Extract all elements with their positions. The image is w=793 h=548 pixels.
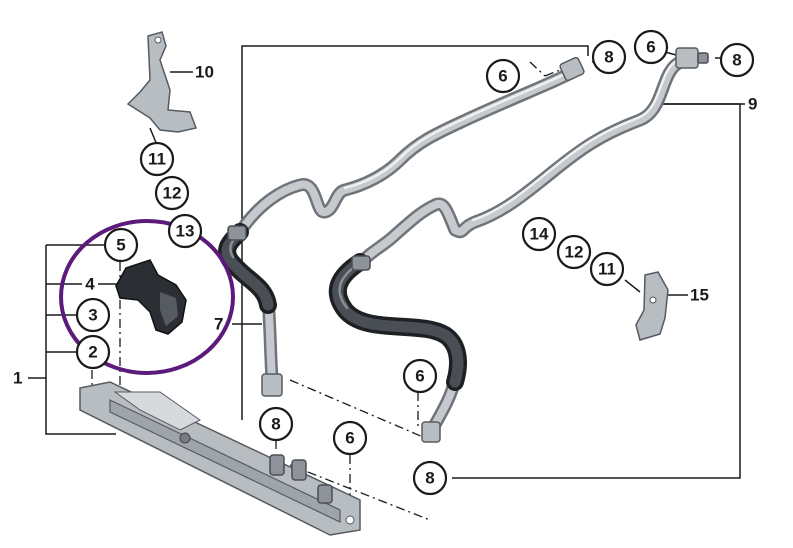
cooler-port-3 [317, 484, 333, 504]
callout-11a: 11 [139, 141, 175, 177]
hose-clamp-left [227, 225, 247, 241]
callout-12a: 12 [154, 175, 190, 211]
callout-8b: 8 [719, 42, 755, 78]
bracket-15 [635, 271, 669, 341]
leader-11b [624, 279, 641, 293]
callout-label-8b: 8 [732, 51, 741, 70]
callout-label-8d: 8 [425, 469, 434, 488]
hose-clamp-right [351, 255, 371, 271]
callout-7: 7 [214, 315, 223, 334]
cooler-port-2 [291, 459, 307, 481]
callout-label-12b: 12 [565, 243, 584, 262]
callout-12b: 12 [556, 234, 592, 270]
callout-label-12a: 12 [163, 184, 182, 203]
callout-2: 2 [75, 334, 111, 370]
callout-label-6b: 6 [646, 38, 655, 57]
callout-label-1: 1 [13, 369, 22, 388]
connector-right-bottom [421, 421, 441, 443]
callout-4: 4 [85, 275, 95, 294]
callout-label-11a: 11 [148, 150, 166, 169]
metal-pipes [238, 55, 687, 437]
callout-label-7: 7 [214, 315, 223, 334]
callout-14: 14 [521, 216, 557, 252]
callout-label-6d: 6 [345, 429, 354, 448]
bracket-1-main [45, 245, 116, 435]
callout-label-5: 5 [116, 236, 125, 255]
callout-1: 1 [13, 369, 22, 388]
callout-8a: 8 [591, 39, 627, 75]
callout-6d: 6 [332, 420, 368, 456]
highlight-ring [59, 219, 235, 375]
dash-6a2 [544, 69, 561, 77]
oil-cooler [79, 381, 361, 536]
callout-13: 13 [167, 213, 203, 249]
callout-label-9: 9 [748, 95, 757, 114]
connector-top-right [675, 47, 699, 69]
callout-label-14: 14 [530, 225, 549, 244]
callout-8c: 8 [258, 406, 294, 442]
bracket-10 [126, 31, 198, 133]
callout-6a: 6 [485, 58, 521, 94]
dash-diag [289, 379, 431, 441]
callout-6b: 6 [633, 29, 669, 65]
callout-3: 3 [75, 297, 111, 333]
callout-label-3: 3 [88, 306, 97, 325]
callout-label-4: 4 [85, 275, 95, 294]
connector-top-right-tip [697, 52, 709, 64]
cooler-port-1 [269, 454, 285, 476]
callout-label-8c: 8 [271, 415, 280, 434]
callout-label-6c: 6 [415, 367, 424, 386]
callout-label-6a: 6 [498, 67, 507, 86]
dash-diag2 [289, 464, 431, 521]
connectors [227, 47, 709, 443]
callout-label-13: 13 [176, 222, 195, 241]
callout-label-2: 2 [88, 343, 97, 362]
callout-label-8a: 8 [604, 48, 613, 67]
callout-label-11b: 11 [598, 260, 616, 279]
thermostat-part [115, 259, 187, 335]
callout-label-15: 15 [690, 286, 709, 305]
callout-5: 5 [103, 227, 139, 263]
dash-6a [529, 61, 546, 77]
callout-11b: 11 [589, 251, 625, 287]
callout-15: 15 [690, 286, 709, 305]
callout-label-10: 10 [195, 63, 214, 82]
callout-9: 9 [748, 95, 757, 114]
callout-8d: 8 [412, 460, 448, 496]
callout-10: 10 [195, 63, 214, 82]
rubber-hoses [218, 223, 467, 391]
connector-top-left [559, 56, 585, 82]
callout-6c: 6 [402, 358, 438, 394]
connector-left-bottom [261, 373, 283, 397]
